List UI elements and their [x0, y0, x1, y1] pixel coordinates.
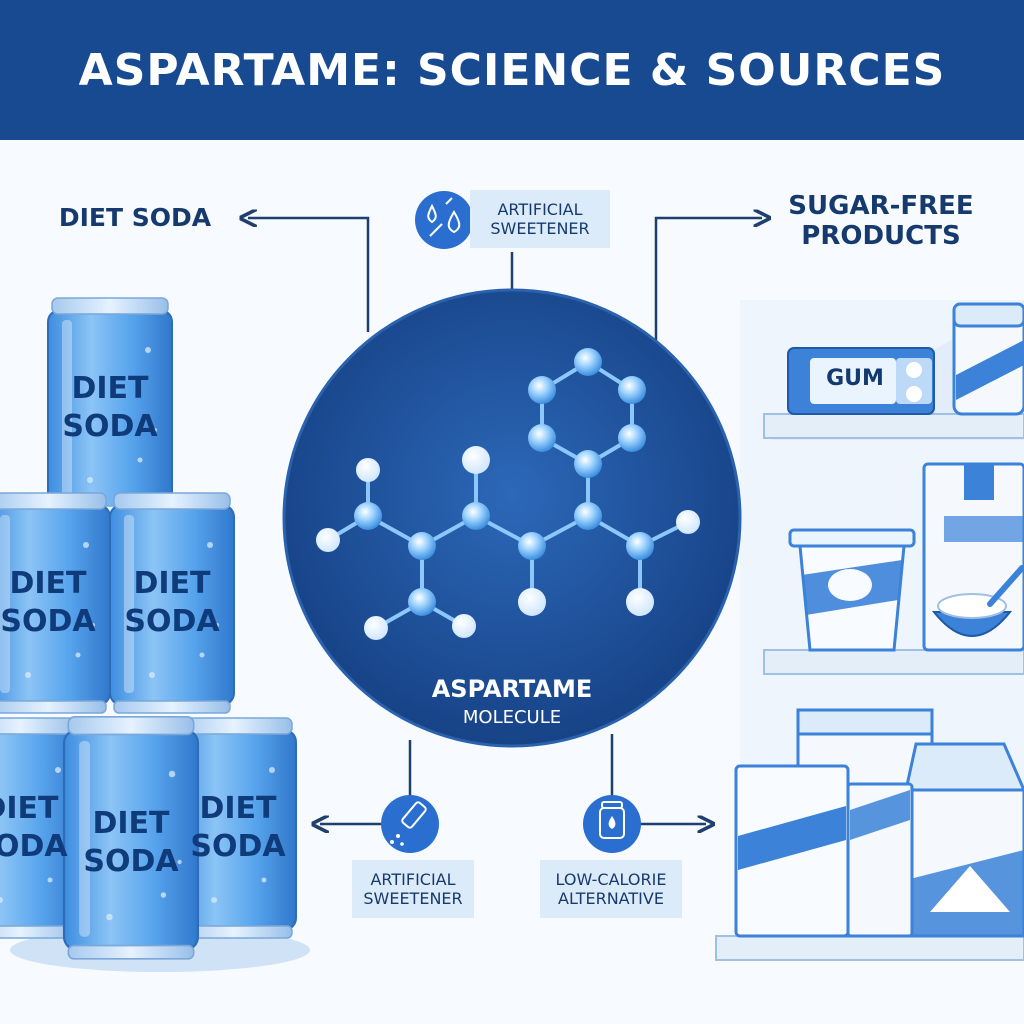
- molecule-circle: [284, 290, 740, 746]
- arrow-to-sugar-free: [654, 218, 762, 344]
- molecule-atoms: [316, 348, 700, 640]
- can-middle-right: [109, 492, 235, 714]
- can-middle-left: [0, 492, 111, 714]
- can-bottom-front: [62, 715, 200, 960]
- diet-soda-label: DIET SODA: [58, 203, 212, 232]
- shelf-bottom: [715, 935, 1024, 961]
- sugar-free-label: SUGAR-FREE PRODUCTS: [788, 191, 974, 251]
- bottom-left-sweetener-pill: ARTIFICIAL SWEETENER: [352, 860, 474, 918]
- molecule-circle-ring: [282, 288, 742, 748]
- box-icon: [846, 782, 914, 938]
- water-drops-icon: [415, 191, 473, 249]
- low-calorie-pill: LOW-CALORIE ALTERNATIVE: [540, 860, 682, 918]
- yogurt-cup-icon: [788, 528, 916, 652]
- page-title: ASPARTAME: SCIENCE & SOURCES: [78, 44, 946, 96]
- jar-drop-icon: [583, 795, 641, 853]
- sweetener-bowl-icon: [931, 565, 1024, 637]
- can-top: [47, 297, 173, 519]
- container-top-right-icon: [952, 302, 1024, 416]
- sweetener-dropper-icon: [381, 795, 439, 853]
- shelf-top: [763, 413, 1024, 439]
- title-banner: ASPARTAME: SCIENCE & SOURCES: [0, 0, 1024, 140]
- arrow-to-diet-soda: [248, 218, 370, 332]
- milk-carton-icon: [904, 742, 1024, 938]
- snack-bag-front-icon: [734, 764, 850, 938]
- top-sweetener-pill: ARTIFICIAL SWEETENER: [470, 190, 610, 248]
- molecule-label: ASPARTAME MOLECULE: [431, 675, 593, 728]
- gum-pack-icon: [787, 347, 935, 415]
- shelf-middle: [763, 649, 1024, 675]
- gum-label: GUM: [826, 366, 884, 391]
